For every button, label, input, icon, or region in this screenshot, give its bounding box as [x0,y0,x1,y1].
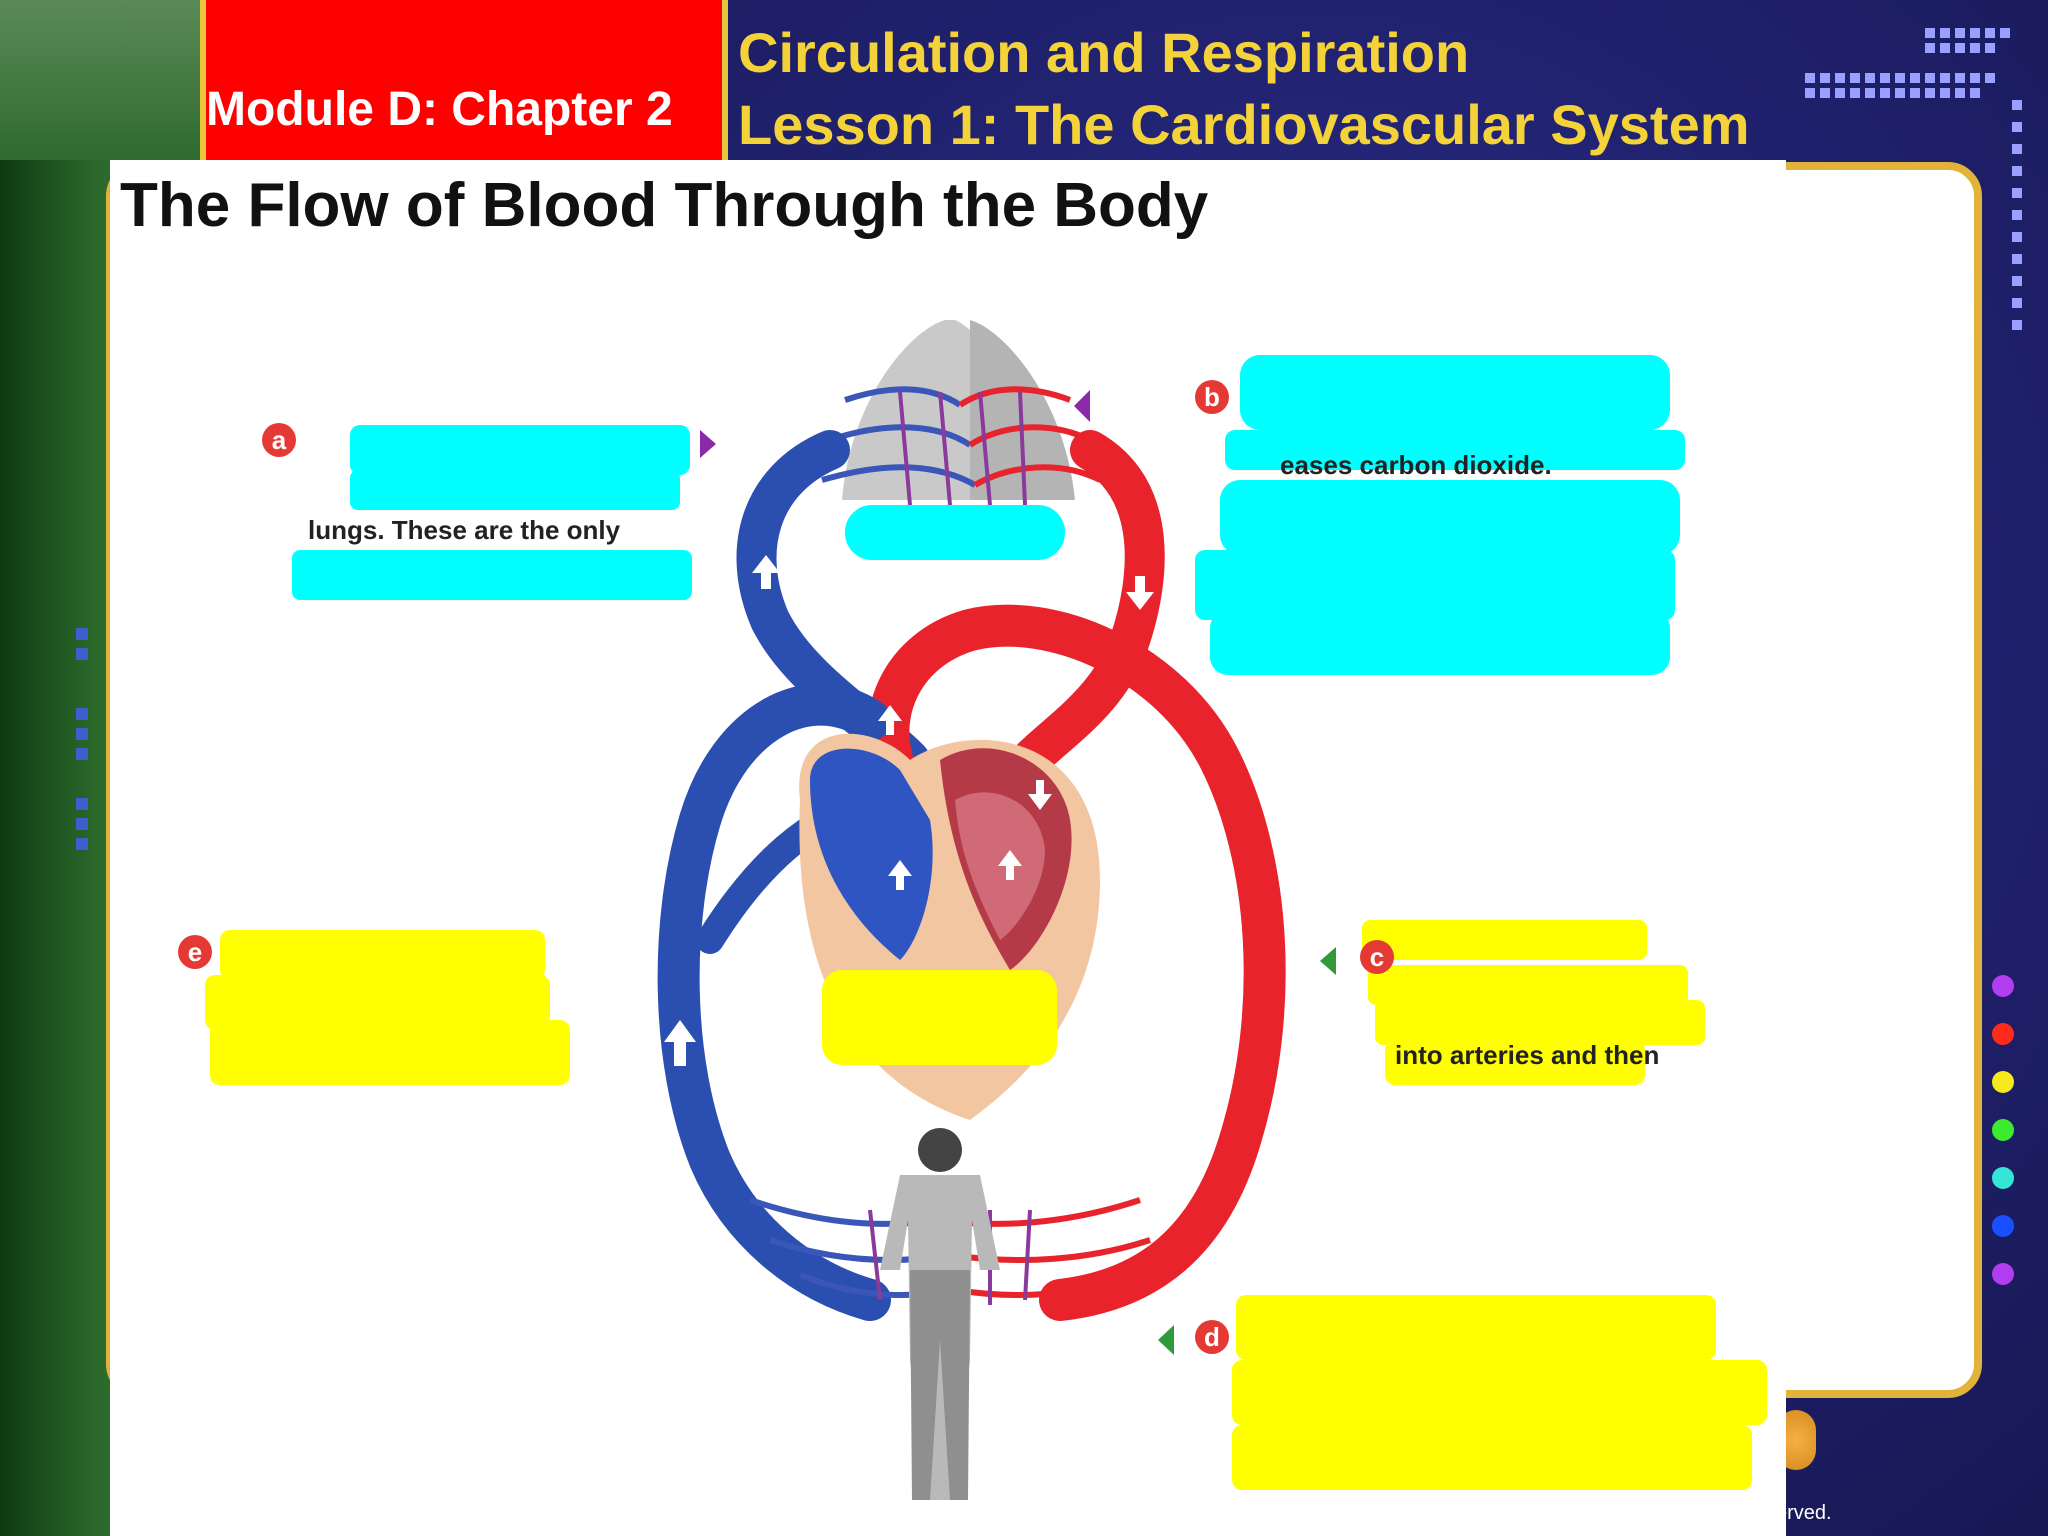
dot-purple [1992,975,2014,997]
dot-blue [1992,1215,2014,1237]
module-label: Module D: Chapter 2 [206,83,673,136]
nav-color-dots [1992,975,2014,1311]
yellow-highlights [205,920,1767,1490]
cyan-highlights [292,355,1685,675]
slide-content: The Flow of Blood Through the Body [110,160,1786,1536]
callout-c-badge: c [1360,940,1394,974]
callout-b-text: eases carbon dioxide. [1280,450,1552,480]
pulmonary-vein-vessel [1010,430,1165,780]
decor-dots-right-column [2010,100,2030,335]
callout-a-badge: a [262,423,296,457]
pulmonary-capillaries [821,386,1102,506]
dot-cyan [1992,1167,2014,1189]
callout-b-pointer [1074,390,1090,422]
callout-a-text: lungs. These are the only [308,515,621,545]
background-left-top [0,0,200,160]
callout-e-badge: e [178,935,212,969]
lungs-illustration [842,320,1075,500]
dot-green [1992,1119,2014,1141]
blood-flow-diagram [205,320,1767,1500]
decor-dots-left-column [76,628,96,863]
header-title-line2: Lesson 1: The Cardiovascular System [738,93,1750,156]
flow-arrows [664,555,1236,1066]
callout-d-badge: d [1195,1320,1229,1354]
dot-violet [1992,1263,2014,1285]
copyright-text: erved. [1776,1502,1832,1524]
systemic-vein-vessel [657,683,891,1321]
decor-dots-top-right [1800,28,2020,109]
callout-c-text: into arteries and then [1395,1040,1660,1070]
module-tab [200,0,728,162]
callout-d-pointer [1158,1325,1174,1355]
slide-title: The Flow of Blood Through the Body [120,171,1209,240]
callout-c-pointer [1320,947,1336,975]
dot-red [1992,1023,2014,1045]
callout-a-pointer [700,430,716,458]
callout-b-badge: b [1195,380,1229,414]
person-illustration [880,1128,1000,1500]
aorta-systemic-artery [867,604,1286,1321]
dot-yellow [1992,1071,2014,1093]
header-title-line1: Circulation and Respiration [738,21,1470,84]
